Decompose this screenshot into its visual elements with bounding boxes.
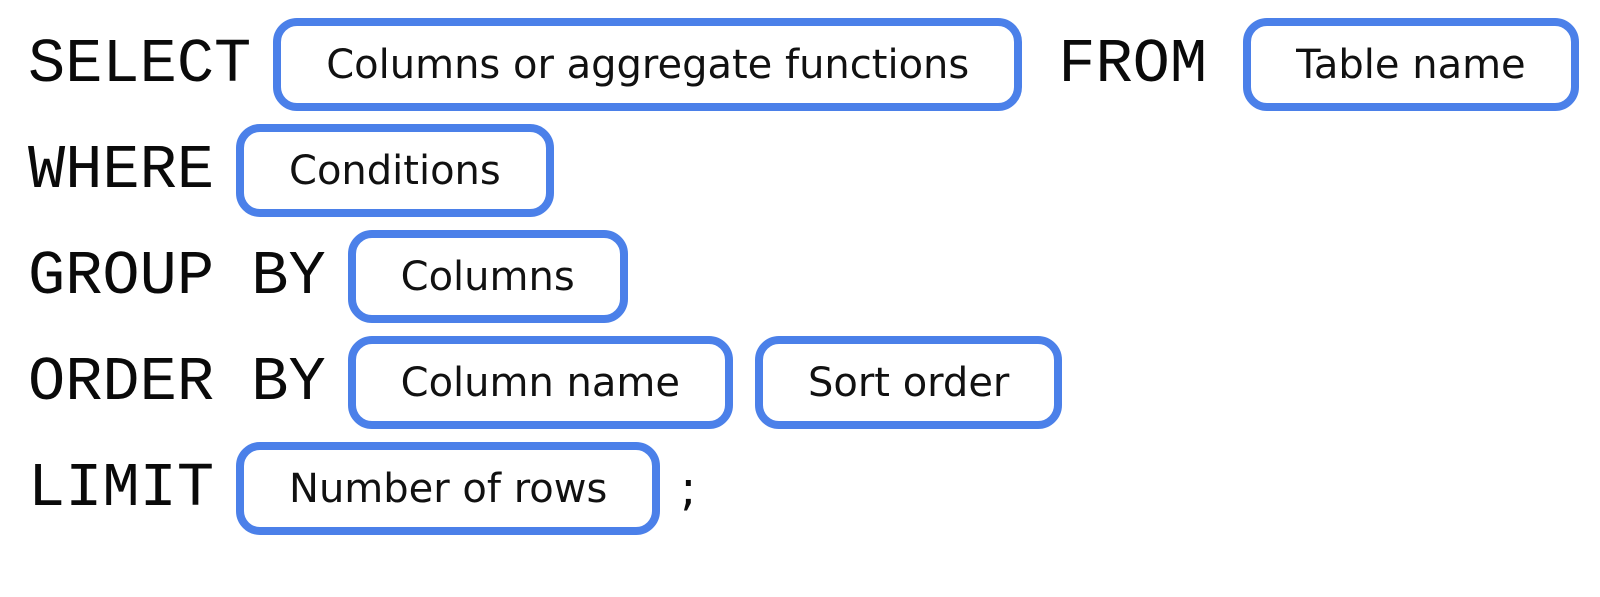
syntax-row-group-by: GROUP BY Columns	[28, 230, 1600, 323]
placeholder-sort-order: Sort order	[755, 336, 1063, 429]
placeholder-columns-or-aggregate-functions: Columns or aggregate functions	[273, 18, 1023, 111]
sql-syntax-diagram: SELECT Columns or aggregate functions FR…	[28, 18, 1600, 535]
semicolon-terminator: ;	[680, 460, 697, 517]
placeholder-group-columns: Columns	[347, 230, 628, 323]
placeholder-order-column-name: Column name	[347, 336, 733, 429]
syntax-row-limit: LIMIT Number of rows ;	[28, 442, 1600, 535]
keyword-order-by: ORDER BY	[28, 347, 326, 418]
keyword-group-by: GROUP BY	[28, 241, 326, 312]
placeholder-conditions: Conditions	[236, 124, 554, 217]
syntax-row-order-by: ORDER BY Column name Sort order	[28, 336, 1600, 429]
keyword-limit: LIMIT	[28, 453, 215, 524]
keyword-from: FROM	[1058, 29, 1208, 100]
syntax-row-where: WHERE Conditions	[28, 124, 1600, 217]
placeholder-number-of-rows: Number of rows	[236, 442, 661, 535]
keyword-select: SELECT	[28, 29, 252, 100]
placeholder-table-name: Table name	[1243, 18, 1579, 111]
keyword-where: WHERE	[28, 135, 215, 206]
syntax-row-select: SELECT Columns or aggregate functions FR…	[28, 18, 1600, 111]
